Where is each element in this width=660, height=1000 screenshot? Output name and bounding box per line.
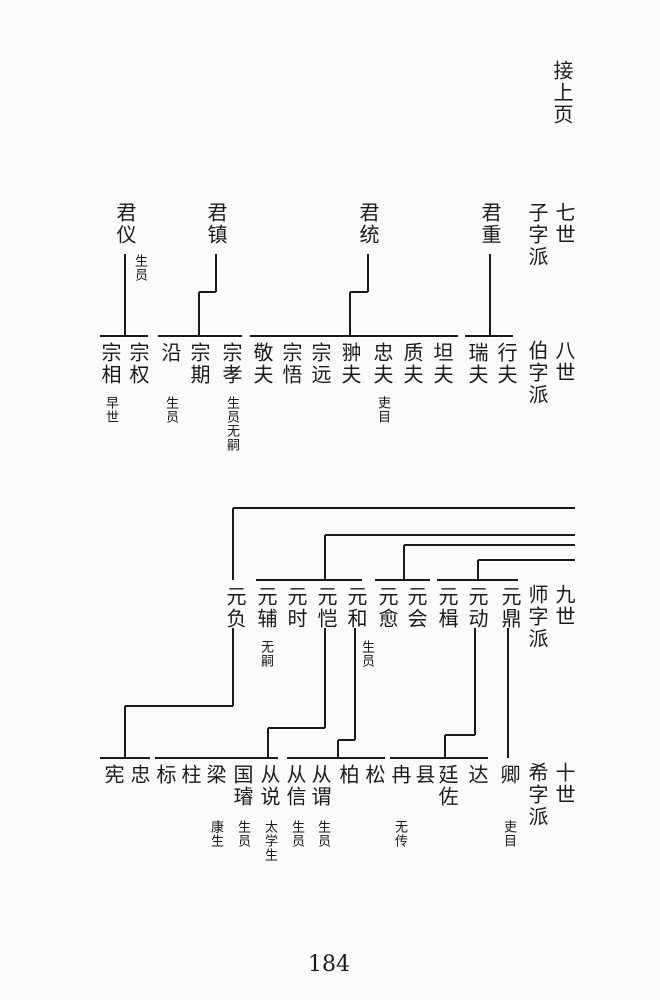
- annotation: 无传: [392, 820, 407, 848]
- generation-label-7: 七世: [552, 202, 576, 246]
- gen9-name: 元时: [284, 586, 308, 630]
- gen10-name: 柱: [178, 764, 202, 786]
- annotation: 生员: [289, 820, 304, 848]
- gen8-name: 宗权: [126, 342, 150, 386]
- gen8-name: 宗期: [187, 342, 211, 386]
- gen8-name: 质夫: [400, 342, 424, 386]
- annotation: 康生: [208, 820, 223, 848]
- gen8-name: 沿: [158, 342, 182, 364]
- page-number: 184: [308, 952, 350, 977]
- gen10-name: 卿: [497, 764, 521, 786]
- gen8-name: 瑞夫: [465, 342, 489, 386]
- gen10-name: 国璿: [230, 764, 254, 808]
- generation-label-10: 十世: [552, 762, 576, 806]
- annotation: 生员: [163, 396, 178, 424]
- gen8-name: 宗悟: [279, 342, 303, 386]
- gen9-name: 元和: [344, 586, 368, 630]
- gen9-name: 元愈: [375, 586, 399, 630]
- gen7-name: 君仪: [113, 202, 137, 246]
- gen7-name: 君重: [478, 202, 502, 246]
- annotation: 早世: [103, 396, 118, 424]
- generation-pai-9: 师字派: [525, 584, 549, 650]
- annotation: 生员: [235, 820, 250, 848]
- gen8-name: 宗孝: [219, 342, 243, 386]
- gen7-name: 君镇: [204, 202, 228, 246]
- gen8-name: 敬夫: [250, 342, 274, 386]
- gen10-name: 标: [153, 764, 177, 786]
- generation-pai-7: 子字派: [525, 202, 549, 268]
- gen10-name: 宪: [101, 764, 125, 786]
- generation-label-9: 九世: [552, 584, 576, 628]
- annotation: 无嗣: [258, 640, 273, 668]
- gen9-name: 元负: [223, 586, 247, 630]
- gen9-name: 元动: [465, 586, 489, 630]
- gen10-name: 冉: [388, 764, 412, 786]
- gen10-name: 从信: [283, 764, 307, 808]
- gen9-name: 元辅: [254, 586, 278, 630]
- gen9-name: 元会: [404, 586, 428, 630]
- gen10-name: 柏: [336, 764, 360, 786]
- continued-marker: 接上页: [550, 60, 574, 126]
- gen8-name: 翀夫: [338, 342, 362, 386]
- gen8-name: 忠夫: [370, 342, 394, 386]
- annotation: 吏目: [375, 396, 390, 424]
- gen8-name: 宗远: [308, 342, 332, 386]
- gen8-name: 行夫: [494, 342, 518, 386]
- gen10-name: 从谓: [308, 764, 332, 808]
- annotation: 吏目: [501, 820, 516, 848]
- gen10-name: 从说: [257, 764, 281, 808]
- gen10-name: 达: [465, 764, 489, 786]
- annotation: 太学生: [262, 820, 277, 862]
- annotation: 生员: [132, 254, 147, 282]
- gen10-name: 廷佐: [435, 764, 459, 808]
- generation-pai-10: 希字派: [525, 762, 549, 828]
- gen8-name: 宗相: [98, 342, 122, 386]
- gen7-name: 君统: [356, 202, 380, 246]
- gen10-name: 县: [412, 764, 436, 786]
- gen10-name: 松: [362, 764, 386, 786]
- gen10-name: 梁: [203, 764, 227, 786]
- generation-label-8: 八世: [552, 340, 576, 384]
- gen9-name: 元鼎: [498, 586, 522, 630]
- generation-pai-8: 伯字派: [525, 340, 549, 406]
- annotation: 生员: [359, 640, 374, 668]
- annotation: 生员无嗣: [224, 396, 239, 452]
- gen9-name: 元楫: [435, 586, 459, 630]
- gen9-name: 元恺: [314, 586, 338, 630]
- annotation: 生员: [315, 820, 330, 848]
- gen10-name: 忠: [127, 764, 151, 786]
- gen8-name: 坦夫: [430, 342, 454, 386]
